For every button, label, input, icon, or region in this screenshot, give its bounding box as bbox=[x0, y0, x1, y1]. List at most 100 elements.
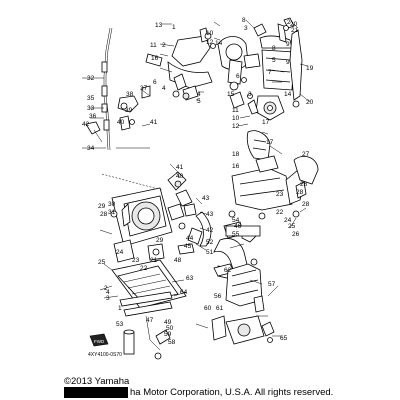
callout-12b: 12 bbox=[232, 123, 240, 130]
callout-4c: 4 bbox=[106, 289, 110, 296]
callout-24: 24 bbox=[284, 217, 292, 224]
callout-50: 50 bbox=[166, 325, 174, 332]
callout-1: 1 bbox=[172, 24, 176, 31]
fuel-pump-assembly bbox=[211, 258, 275, 345]
callout-32: 32 bbox=[87, 75, 95, 82]
callout-61: 61 bbox=[216, 305, 224, 312]
callout-28d: 28 bbox=[296, 189, 304, 196]
callout-15: 15 bbox=[227, 91, 235, 98]
lower-electrical-assembly bbox=[101, 173, 235, 360]
callout-3c: 3 bbox=[106, 295, 110, 302]
callout-3b: 3 bbox=[248, 91, 252, 98]
diagram-id: 4XY4100-0S70 bbox=[88, 352, 122, 358]
callout-14: 14 bbox=[215, 40, 223, 47]
callout-42: 42 bbox=[82, 121, 90, 128]
callout-41: 41 bbox=[150, 119, 158, 126]
callout-41b: 41 bbox=[176, 164, 184, 171]
callout-17: 17 bbox=[262, 119, 270, 126]
callout-12: 12 bbox=[206, 39, 214, 46]
callout-58: 58 bbox=[168, 339, 176, 346]
callout-20: 20 bbox=[290, 21, 298, 28]
callout-52: 52 bbox=[206, 239, 214, 246]
callout-16: 16 bbox=[151, 55, 159, 62]
callout-25b: 25 bbox=[98, 259, 106, 266]
callout-36: 36 bbox=[89, 113, 97, 120]
throttle-cable-assembly bbox=[85, 27, 151, 151]
callout-57: 57 bbox=[268, 281, 276, 288]
callout-54: 54 bbox=[232, 217, 240, 224]
copyright-line1: ©2013 Yamaha bbox=[64, 376, 130, 387]
callout-21b: 21 bbox=[150, 257, 158, 264]
callout-43: 43 bbox=[202, 195, 210, 202]
callout-48: 48 bbox=[174, 257, 182, 264]
callout-10: 10 bbox=[206, 30, 214, 37]
callout-27: 27 bbox=[302, 151, 310, 158]
callout-5: 5 bbox=[197, 98, 201, 105]
callout-23b: 23 bbox=[132, 257, 140, 264]
callout-45: 45 bbox=[184, 243, 192, 250]
callout-44: 44 bbox=[186, 235, 194, 242]
callout-3: 3 bbox=[244, 25, 248, 32]
callout-34: 34 bbox=[87, 145, 95, 152]
forward-arrow-icon: FWD bbox=[89, 333, 109, 347]
callout-5b: 5 bbox=[272, 57, 276, 64]
callout-51: 51 bbox=[206, 249, 214, 256]
callout-62: 62 bbox=[224, 267, 232, 274]
callout-28b: 28 bbox=[302, 201, 310, 208]
callout-23: 23 bbox=[276, 191, 284, 198]
copyright-footer: ©2013 Yamaha ha Motor Corporation, U.S.A… bbox=[64, 376, 333, 398]
callout-60: 60 bbox=[204, 305, 212, 312]
callout-33: 33 bbox=[87, 105, 95, 112]
callout-38: 38 bbox=[126, 91, 134, 98]
copyright-line2: ha Motor Corporation, U.S.A. All rights … bbox=[130, 387, 334, 398]
callout-11b: 11 bbox=[232, 107, 239, 114]
callout-1b: 1 bbox=[118, 305, 122, 312]
callout-16b: 16 bbox=[232, 163, 240, 170]
callout-56: 56 bbox=[214, 293, 222, 300]
callout-14b: 14 bbox=[284, 91, 292, 98]
callout-30: 30 bbox=[108, 201, 116, 208]
callout-4b: 4 bbox=[197, 91, 201, 98]
callout-6: 6 bbox=[153, 79, 157, 86]
callout-47: 47 bbox=[146, 317, 154, 324]
callout-59: 59 bbox=[164, 331, 172, 338]
callout-24b: 24 bbox=[116, 249, 124, 256]
callout-4: 4 bbox=[162, 85, 166, 92]
leader-lines bbox=[82, 19, 311, 337]
callout-labels: 13 1 11 2 16 6 4 5 4 10 12 14 3 8 6 15 3… bbox=[82, 17, 314, 346]
callout-17b: 17 bbox=[266, 139, 274, 146]
callout-39: 39 bbox=[125, 107, 133, 114]
callout-53: 53 bbox=[116, 321, 124, 328]
callout-9b: 9 bbox=[286, 59, 290, 66]
callout-6b: 6 bbox=[236, 73, 240, 80]
callout-2: 2 bbox=[162, 42, 166, 49]
callout-2b: 2 bbox=[287, 19, 291, 26]
callout-8b: 8 bbox=[272, 45, 276, 52]
fwd-label: FWD bbox=[94, 339, 105, 344]
callout-42b: 42 bbox=[206, 227, 214, 234]
callout-7: 7 bbox=[268, 69, 272, 76]
callout-28c: 28 bbox=[100, 211, 108, 218]
callout-37: 37 bbox=[140, 85, 148, 92]
callout-65: 65 bbox=[280, 335, 288, 342]
callout-20b: 20 bbox=[306, 99, 314, 106]
callout-29: 29 bbox=[98, 203, 106, 210]
callout-22b: 22 bbox=[140, 265, 148, 272]
callout-26: 26 bbox=[292, 231, 300, 238]
callout-13: 13 bbox=[155, 22, 163, 29]
callout-40: 40 bbox=[117, 119, 125, 126]
callout-28: 28 bbox=[300, 181, 308, 188]
callout-11: 11 bbox=[150, 42, 157, 49]
callout-29b: 29 bbox=[156, 237, 164, 244]
callout-35: 35 bbox=[87, 95, 95, 102]
callout-22: 22 bbox=[276, 209, 284, 216]
callout-64: 64 bbox=[180, 289, 188, 296]
callout-46: 46 bbox=[234, 223, 242, 230]
callout-9: 9 bbox=[286, 41, 290, 48]
callout-43b: 43 bbox=[206, 211, 214, 218]
callout-31: 31 bbox=[108, 209, 116, 216]
callout-8: 8 bbox=[242, 17, 246, 24]
callout-55: 55 bbox=[232, 231, 240, 238]
callout-2c: 2 bbox=[104, 285, 108, 292]
